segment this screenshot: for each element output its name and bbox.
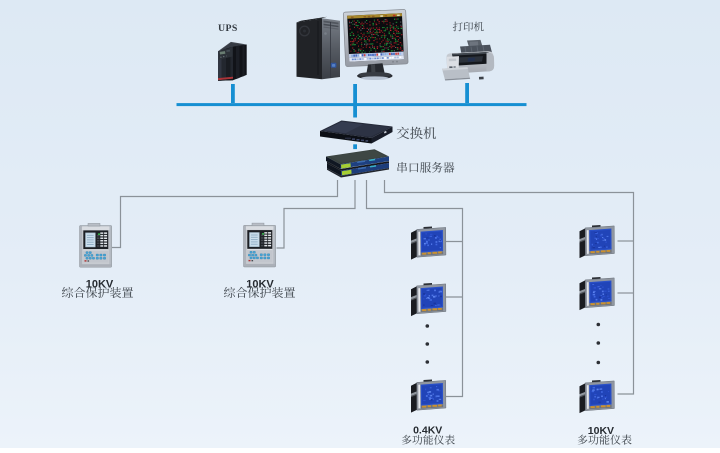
- svg-text:10KV: 10KV: [86, 279, 114, 291]
- svg-text:0.4KV: 0.4KV: [413, 425, 442, 437]
- svg-text:UPS: UPS: [218, 23, 238, 34]
- svg-text:10KV: 10KV: [588, 425, 614, 437]
